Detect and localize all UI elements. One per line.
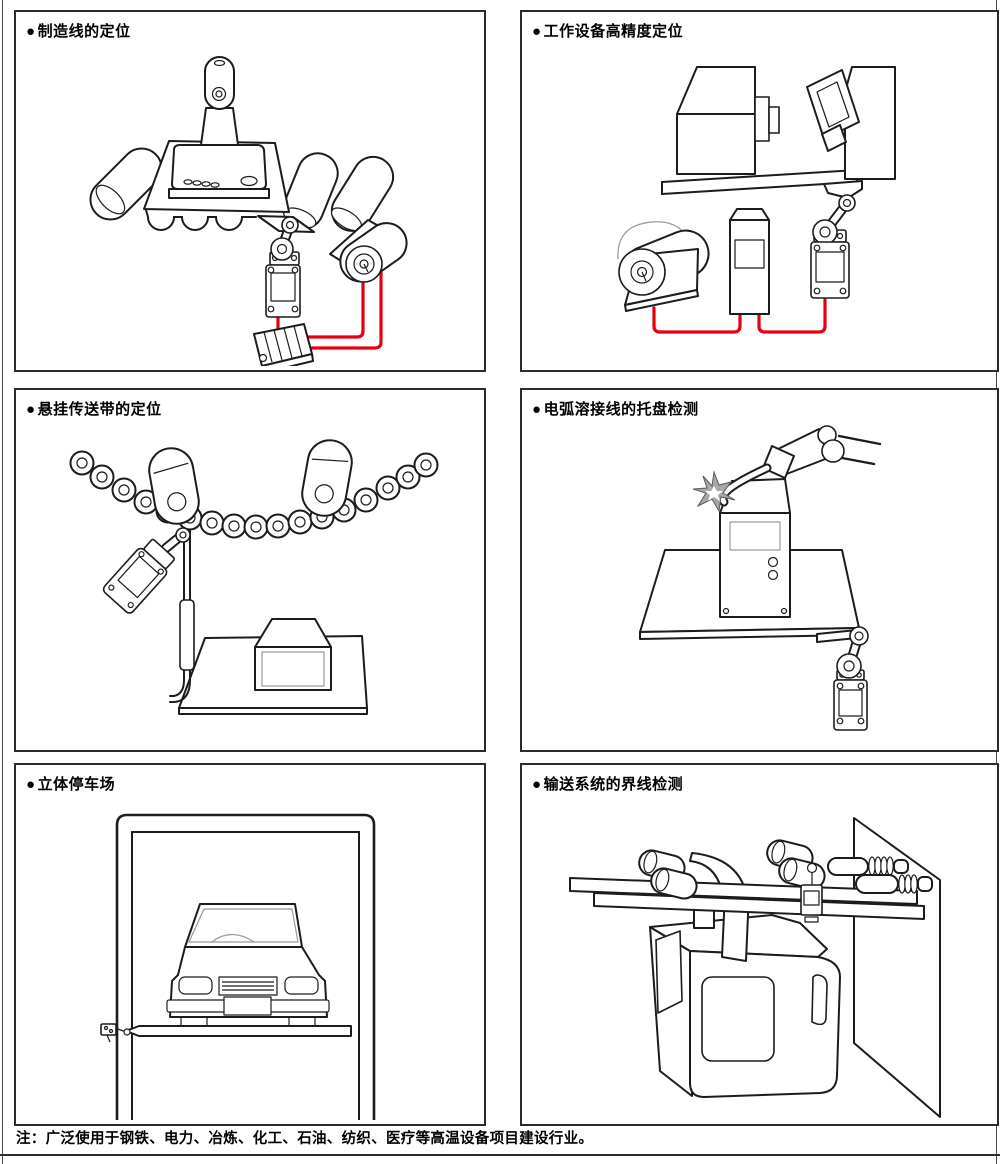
limit-switch [102,527,191,614]
page-frame-left-line [2,0,3,1164]
panel-title: ●悬挂传送带的定位 [26,401,162,418]
support-pole [169,509,195,703]
hanger-arm [689,852,750,962]
elevator-platform [125,1025,352,1037]
suspended-conveyor-positioning-illustration [69,439,439,715]
parking-shaft [115,813,376,1120]
limit-switch [800,862,823,923]
limit-switch [265,216,301,318]
conveyor-chain [69,450,439,540]
page-frame-bottom-line [0,1154,1000,1156]
panel-title: ●制造线的定位 [26,23,131,40]
rail-roller [650,867,698,900]
panel-title: ●输送系统的界线检测 [532,776,684,793]
welding-box [719,478,791,618]
manufacturing-line-positioning-illustration [89,56,408,366]
panel-manufacturing-line: ●制造线的定位 [14,10,486,372]
panel-conveyor-boundary: ●输送系统的界线检测 [520,763,999,1126]
limit-switch [100,1023,131,1043]
panel-suspended-conveyor: ●悬挂传送带的定位 [14,388,486,752]
terminal-block [253,323,314,366]
car [166,903,330,1028]
limit-switch [810,194,856,299]
chain-hanger [301,439,353,517]
motor-unit [617,221,710,312]
bullet-icon: ● [26,23,36,40]
spring-buffer [827,856,933,894]
panel-work-equipment: ●工作设备高精度定位 [520,10,999,372]
conveyor-roller [330,155,395,232]
red-cables [652,298,827,334]
bullet-icon: ● [532,776,542,793]
control-box [729,208,770,315]
bullet-icon: ● [532,401,542,418]
conveyor-system-boundary-detection-illustration [569,817,941,1118]
limit-switch [833,626,869,731]
machine-tool [661,66,896,199]
panel-arc-welding: ●电弧溶接线的托盘检测 [520,388,999,752]
bullet-icon: ● [26,776,36,793]
gondola-car [649,914,841,1098]
panel-title: ●立体停车场 [26,776,116,793]
conveyor-roller [89,147,163,221]
panel-parking-garage: ●立体停车场 [14,763,486,1126]
footnote: 注：广泛使用于钢铁、电力、冶炼、化工、石油、纺织、医疗等高温设备项目建设行业。 [16,1131,594,1147]
bullet-icon: ● [532,23,542,40]
machine-tool-high-precision-positioning-illustration [617,66,896,334]
multi-story-parking-garage-illustration [100,813,376,1120]
panel-title: ●电弧溶接线的托盘检测 [532,401,699,418]
bullet-icon: ● [26,401,36,418]
machine-base [178,618,368,715]
panel-title: ●工作设备高精度定位 [532,23,684,40]
chain-hanger [148,447,200,525]
arc-welding-pallet-detection-illustration [639,425,882,731]
robot-arm [718,425,882,507]
positioning-machine [143,56,315,233]
welding-spark-icon [692,470,736,513]
roller-sensor-unit [329,219,408,283]
